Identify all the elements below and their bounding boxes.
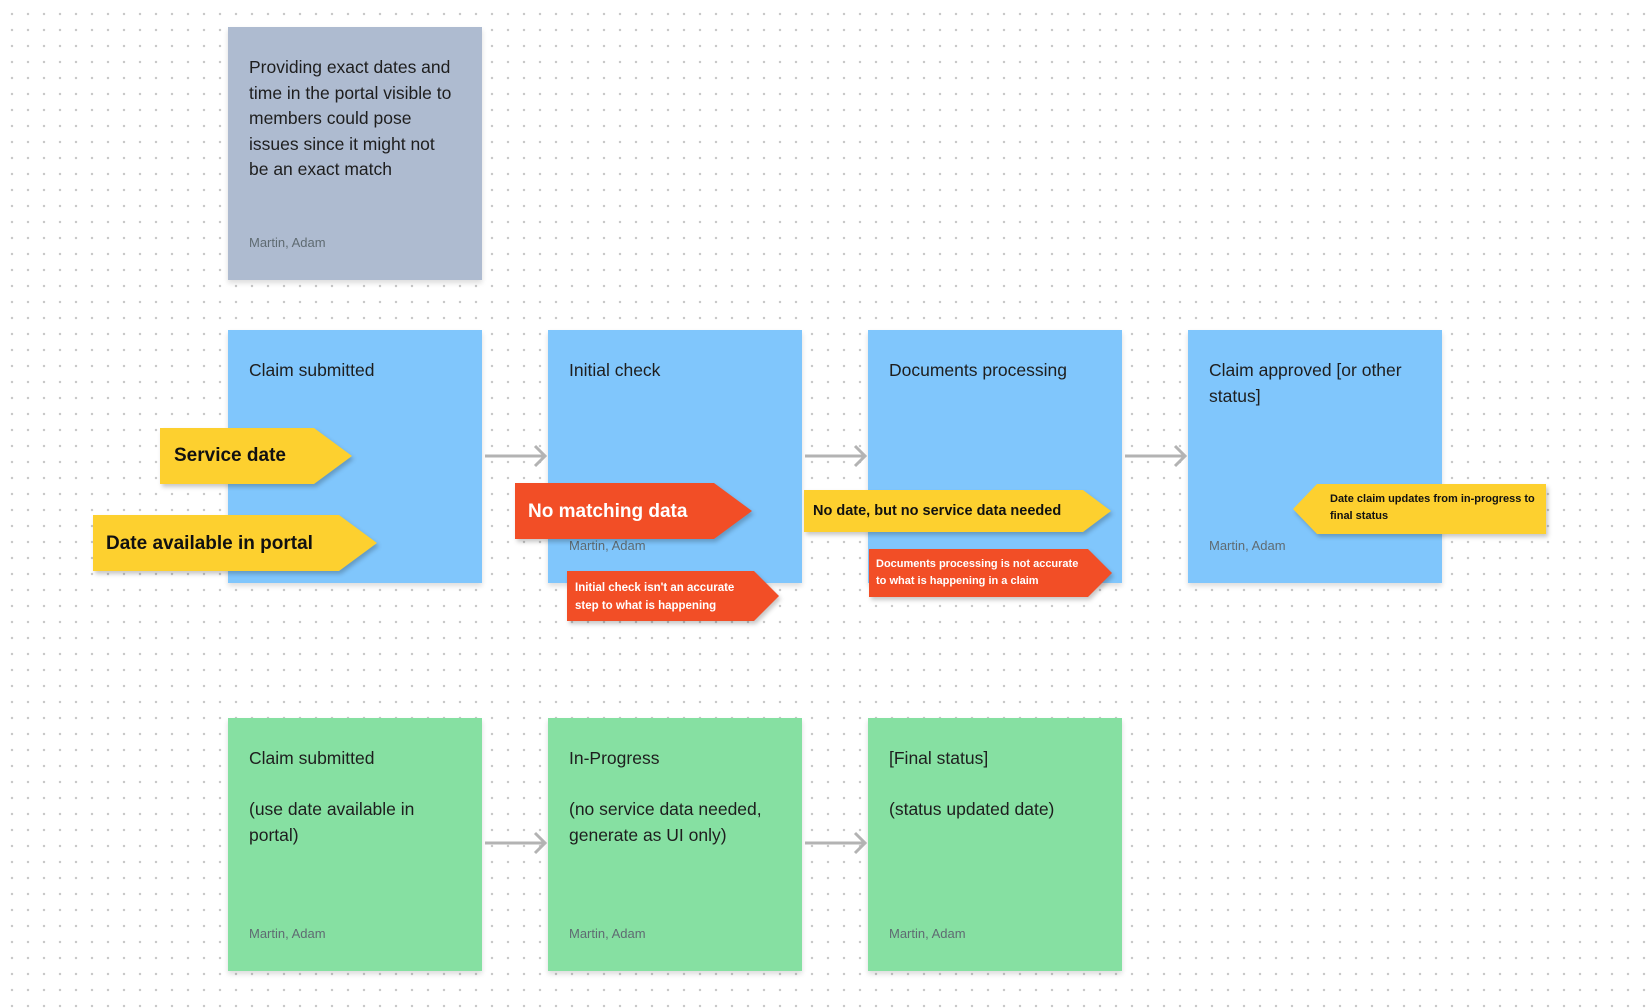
initial-check-text: Initial check xyxy=(569,360,661,380)
documents-processing-note[interactable]: Documents processing xyxy=(868,330,1122,583)
proposed-claim-submitted-text: Claim submitted (use date available in p… xyxy=(249,748,415,845)
service-date-tag[interactable]: Service date xyxy=(160,428,352,484)
documents-processing-text: Documents processing xyxy=(889,360,1067,380)
initial-check-note-label: Initial check isn't an accurate step to … xyxy=(575,582,735,612)
arrow-connector[interactable] xyxy=(483,830,549,856)
claim-approved-text: Claim approved [or other status] xyxy=(1209,360,1402,406)
in-progress-author: Martin, Adam xyxy=(569,926,646,941)
arrow-connector[interactable] xyxy=(803,443,869,469)
date-claim-updates-label: Date claim updates from in-progress to f… xyxy=(1330,493,1535,522)
service-date-label: Service date xyxy=(174,445,286,466)
final-status-text: [Final status] (status updated date) xyxy=(889,748,1055,819)
documents-processing-note-tag[interactable]: Documents processing is not accurate to … xyxy=(869,549,1112,597)
date-available-tag[interactable]: Date available in portal xyxy=(93,515,377,571)
claim-submitted-text: Claim submitted xyxy=(249,360,375,380)
initial-check-note[interactable]: Initial check Martin, Adam xyxy=(548,330,802,583)
arrow-connector[interactable] xyxy=(483,443,549,469)
in-progress-note[interactable]: In-Progress (no service data needed, gen… xyxy=(548,718,802,971)
initial-check-note-tag[interactable]: Initial check isn't an accurate step to … xyxy=(567,571,779,621)
tag-shape xyxy=(567,571,779,621)
proposed-claim-submitted-note[interactable]: Claim submitted (use date available in p… xyxy=(228,718,482,971)
initial-check-author: Martin, Adam xyxy=(569,538,646,553)
no-date-label: No date, but no service data needed xyxy=(813,503,1062,519)
date-available-label: Date available in portal xyxy=(106,533,313,554)
arrow-connector[interactable] xyxy=(1123,443,1189,469)
tag-shape xyxy=(869,549,1112,597)
date-claim-updates-tag[interactable]: Date claim updates from in-progress to f… xyxy=(1293,484,1546,534)
arrow-connector[interactable] xyxy=(803,830,869,856)
no-date-tag[interactable]: No date, but no service data needed xyxy=(804,490,1111,532)
comment-note-author: Martin, Adam xyxy=(249,235,326,250)
final-status-author: Martin, Adam xyxy=(889,926,966,941)
tag-shape xyxy=(804,490,1111,532)
claim-approved-author: Martin, Adam xyxy=(1209,538,1286,553)
tag-shape xyxy=(515,483,752,539)
final-status-note[interactable]: [Final status] (status updated date) Mar… xyxy=(868,718,1122,971)
tag-shape xyxy=(160,428,352,484)
tag-shape xyxy=(93,515,377,571)
documents-processing-note-label: Documents processing is not accurate to … xyxy=(876,558,1079,587)
tag-shape xyxy=(1293,484,1546,534)
comment-note-text: Providing exact dates and time in the po… xyxy=(249,57,452,179)
comment-sticky-note[interactable]: Providing exact dates and time in the po… xyxy=(228,27,482,280)
proposed-claim-submitted-author: Martin, Adam xyxy=(249,926,326,941)
no-matching-data-label: No matching data xyxy=(528,501,688,522)
no-matching-data-tag[interactable]: No matching data xyxy=(515,483,752,539)
claim-approved-note[interactable]: Claim approved [or other status] Martin,… xyxy=(1188,330,1442,583)
in-progress-text: In-Progress (no service data needed, gen… xyxy=(569,748,762,845)
